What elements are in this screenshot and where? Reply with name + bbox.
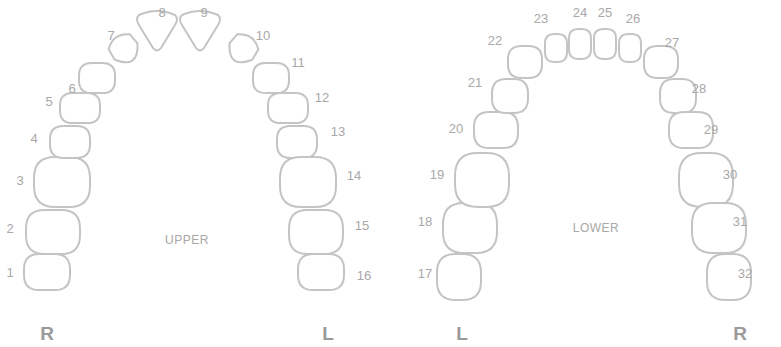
tooth-outline bbox=[26, 210, 80, 254]
tooth-outline bbox=[594, 29, 616, 59]
tooth-number: 10 bbox=[256, 29, 270, 42]
tooth-number: 23 bbox=[534, 12, 548, 25]
tooth-number: 28 bbox=[692, 82, 706, 95]
tooth-outline bbox=[298, 254, 344, 290]
tooth-number: 11 bbox=[291, 56, 305, 69]
tooth-outline bbox=[253, 63, 289, 93]
tooth-outline bbox=[660, 79, 696, 113]
tooth-outline bbox=[280, 157, 336, 207]
tooth-number: 12 bbox=[315, 91, 329, 104]
tooth-number: 9 bbox=[200, 6, 207, 19]
tooth-number: 8 bbox=[158, 6, 165, 19]
tooth-outline bbox=[180, 11, 220, 51]
tooth-number: 14 bbox=[347, 169, 361, 182]
tooth-number: 21 bbox=[468, 76, 482, 89]
tooth-outline bbox=[692, 203, 746, 253]
tooth-number: 20 bbox=[449, 122, 463, 135]
tooth-outline bbox=[443, 203, 497, 253]
tooth-outline bbox=[268, 93, 308, 123]
tooth-number: 5 bbox=[45, 95, 52, 108]
tooth-number: 3 bbox=[16, 174, 23, 187]
tooth-number: 6 bbox=[68, 82, 75, 95]
arch-label: UPPER bbox=[165, 234, 209, 246]
tooth-outline bbox=[105, 29, 144, 68]
tooth-number: 32 bbox=[738, 267, 752, 280]
tooth-outline bbox=[508, 46, 542, 78]
side-label: L bbox=[456, 324, 468, 343]
tooth-number: 15 bbox=[355, 219, 369, 232]
side-label: R bbox=[40, 324, 54, 343]
side-label: R bbox=[733, 324, 747, 343]
tooth-number: 29 bbox=[704, 123, 718, 136]
tooth-outline bbox=[79, 63, 115, 93]
tooth-number: 2 bbox=[6, 222, 13, 235]
tooth-outline bbox=[619, 34, 641, 62]
tooth-outline bbox=[569, 29, 591, 59]
tooth-number: 27 bbox=[665, 36, 679, 49]
side-label: L bbox=[322, 324, 334, 343]
tooth-outline bbox=[492, 79, 528, 113]
tooth-number: 26 bbox=[626, 12, 640, 25]
tooth-outline bbox=[455, 153, 509, 207]
tooth-number: 1 bbox=[6, 266, 13, 279]
tooth-number: 24 bbox=[573, 6, 587, 19]
tooth-outline bbox=[137, 11, 177, 51]
tooth-number: 18 bbox=[418, 215, 432, 228]
tooth-outline bbox=[545, 34, 567, 62]
tooth-number: 7 bbox=[107, 29, 114, 42]
tooth-outline bbox=[437, 254, 481, 300]
tooth-number: 30 bbox=[723, 168, 737, 181]
tooth-outline bbox=[34, 157, 90, 207]
arch-label: LOWER bbox=[573, 222, 620, 234]
tooth-number: 16 bbox=[357, 269, 371, 282]
tooth-outline bbox=[277, 126, 317, 158]
tooth-number: 22 bbox=[488, 34, 502, 47]
tooth-number: 13 bbox=[331, 125, 345, 138]
tooth-outline bbox=[60, 93, 100, 123]
tooth-outline bbox=[50, 126, 90, 158]
tooth-outline bbox=[644, 46, 678, 78]
tooth-number: 17 bbox=[418, 267, 432, 280]
tooth-outline bbox=[474, 112, 518, 148]
tooth-number: 4 bbox=[30, 132, 37, 145]
tooth-outline bbox=[24, 254, 70, 290]
tooth-number: 19 bbox=[430, 168, 444, 181]
tooth-number: 31 bbox=[733, 215, 747, 228]
tooth-outline bbox=[289, 210, 343, 254]
tooth-number: 25 bbox=[598, 6, 612, 19]
